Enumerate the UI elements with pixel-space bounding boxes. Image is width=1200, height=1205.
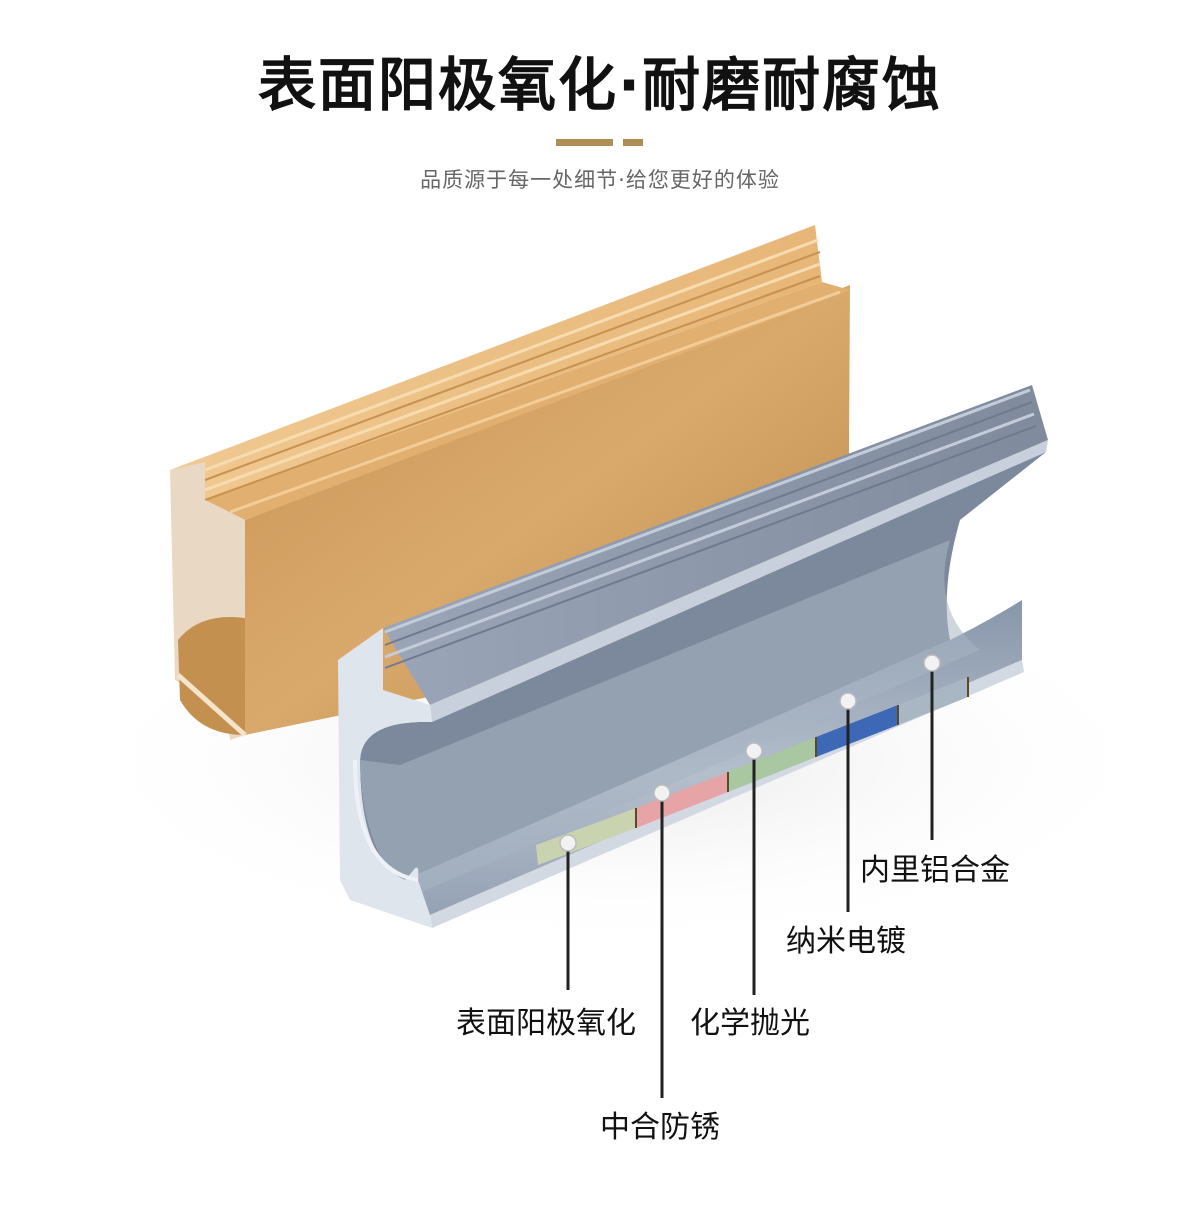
callout-dots — [559, 654, 941, 852]
layer-strip-2 — [636, 772, 728, 828]
layer-label-anodizing: 表面阳极氧化 — [456, 1006, 636, 1041]
page-title: 表面阳极氧化·耐磨耐腐蚀 — [257, 51, 943, 119]
layer-label-nano-plating: 纳米电镀 — [786, 924, 906, 959]
title-accent-bar — [556, 139, 613, 146]
title-accent-bar-short — [623, 139, 643, 146]
callout-markers — [566, 663, 934, 1098]
layer-strip-3 — [728, 737, 816, 792]
page-subtitle: 品质源于每一处细节·给您更好的体验 — [420, 168, 780, 192]
layer-label-anti-rust: 中合防锈 — [600, 1110, 720, 1145]
layer-strip-1 — [536, 808, 636, 865]
layer-strip-4 — [816, 705, 898, 757]
layer-label-chemical-polishing: 化学抛光 — [690, 1006, 810, 1041]
layer-label-aluminum-alloy: 内里铝合金 — [860, 853, 1010, 888]
